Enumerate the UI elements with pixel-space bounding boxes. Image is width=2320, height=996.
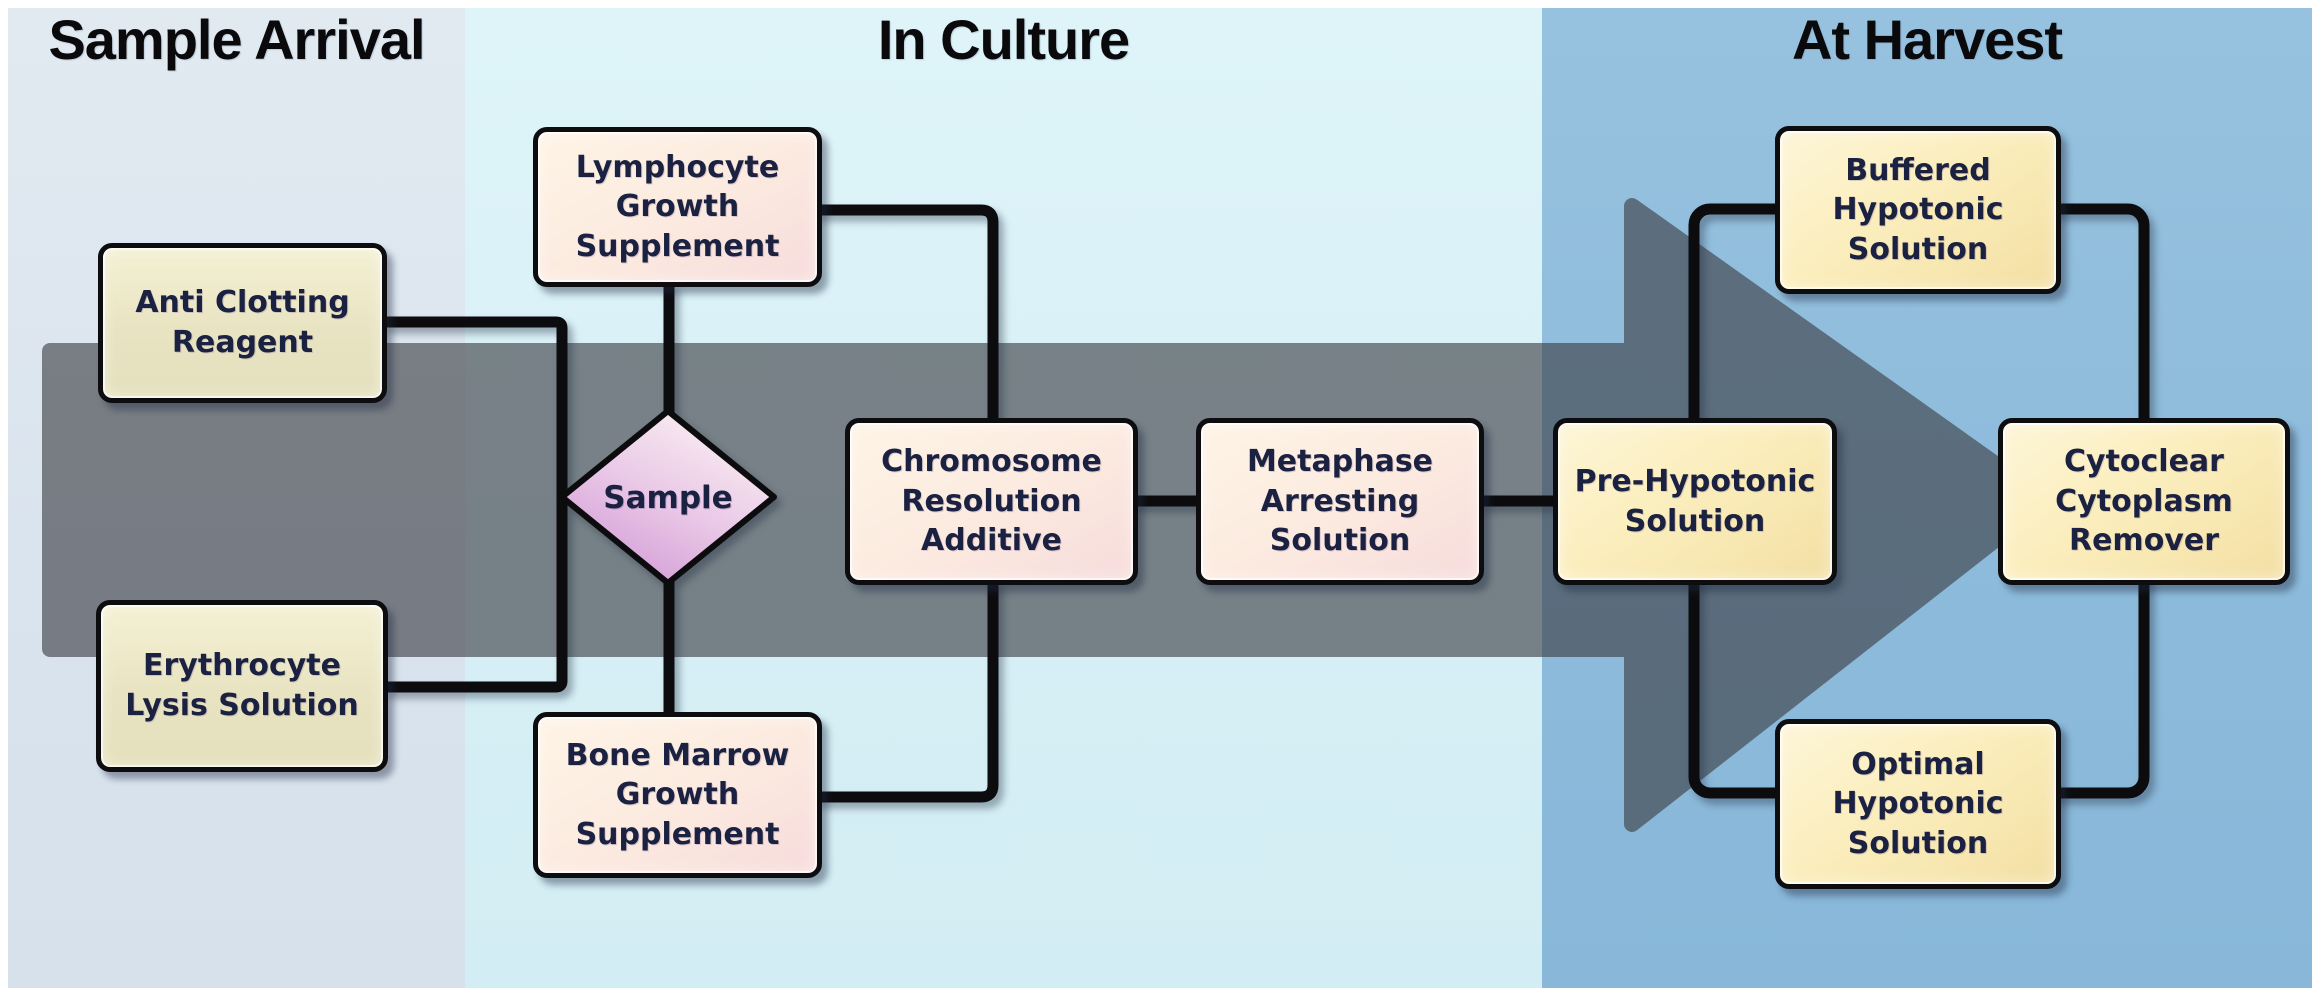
node-lymphocyte-growth-supplement: Lymphocyte Growth Supplement — [533, 127, 822, 287]
node-label: Cytoclear Cytoplasm Remover — [2055, 444, 2233, 559]
connector-lymphocyte-to-chromosome — [812, 204, 999, 425]
node-pre-hypotonic-solution: Pre-Hypotonic Solution — [1553, 418, 1837, 585]
node-label: Pre-Hypotonic Solution — [1574, 463, 1816, 539]
node-erythrocyte-lysis-solution: Erythrocyte Lysis Solution — [96, 600, 388, 772]
node-metaphase-arresting-solution: Metaphase Arresting Solution — [1196, 418, 1484, 585]
node-label: Optimal Hypotonic Solution — [1832, 746, 2004, 861]
node-optimal-hypotonic-solution: Optimal Hypotonic Solution — [1775, 719, 2061, 889]
connector-arrival-junction — [381, 316, 568, 693]
title-at-harvest: At Harvest — [1791, 7, 2063, 71]
node-label: Bone Marrow Growth Supplement — [565, 737, 790, 852]
node-label: Anti Clotting Reagent — [135, 285, 350, 360]
title-in-culture: In Culture — [877, 7, 1130, 71]
node-bone-marrow-growth-supplement: Bone Marrow Growth Supplement — [533, 712, 822, 878]
node-label: Chromosome Resolution Additive — [881, 444, 1102, 559]
node-label: Metaphase Arresting Solution — [1246, 444, 1434, 559]
node-label: Lymphocyte Growth Supplement — [575, 149, 780, 264]
node-chromosome-resolution-additive: Chromosome Resolution Additive — [845, 418, 1138, 585]
node-cytoclear-cytoplasm-remover: Cytoclear Cytoplasm Remover — [1998, 418, 2290, 585]
node-label: Erythrocyte Lysis Solution — [125, 648, 359, 723]
sample-diamond-label: Sample — [603, 480, 733, 516]
node-label: Buffered Hypotonic Solution — [1832, 152, 2004, 267]
node-anti-clotting-reagent: Anti Clotting Reagent — [98, 243, 387, 403]
node-buffered-hypotonic-solution: Buffered Hypotonic Solution — [1775, 126, 2061, 294]
connector-bonemarrow-to-chromosome — [814, 578, 999, 803]
sample-diamond — [559, 408, 777, 586]
title-sample-arrival: Sample Arrival — [48, 7, 425, 71]
